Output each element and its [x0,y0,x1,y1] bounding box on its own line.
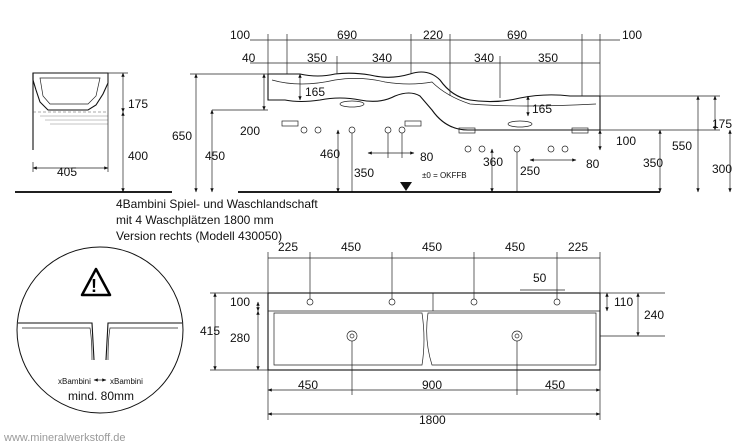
title-line-1: 4Bambini Spiel- und Waschlandschaft [116,197,318,211]
dim-top-220: 220 [423,28,443,42]
dim-460: 460 [320,147,340,161]
dim-top-100-right: 100 [622,28,642,42]
dim-top-690-right: 690 [507,28,527,42]
dim-175-front: 175 [712,117,732,131]
plan-drain-right [511,330,523,342]
detail-basin-right [105,322,182,361]
dim-plan-top-450-a: 450 [341,240,361,254]
dim-1800: 1800 [419,413,446,427]
dim-350-right: 350 [643,156,663,170]
detail-basin-left-inner [22,327,93,361]
dim-405: 405 [57,165,77,179]
tap-hole [470,298,478,306]
warning-triangle-icon [80,267,112,297]
plan-drain-left [346,330,358,342]
front-view: 100 690 220 690 100 40 350 340 340 350 1… [172,28,732,193]
side-view: 175 400 405 [15,72,172,193]
dim-550: 550 [672,139,692,153]
floor-level-marker-icon [400,182,412,191]
plan-basin-left [273,312,425,366]
mount-hole [464,145,472,153]
plan-drain-right-inner [514,333,520,339]
dim-second-40: 40 [242,51,256,65]
dim-100-plan: 100 [230,295,250,309]
dim-350-bottom: 350 [354,166,374,180]
detail-circle-outline [16,246,184,414]
exclamation-icon: ! [91,276,97,296]
mount-hole [547,145,555,153]
dim-80-right: 80 [586,157,600,171]
front-view-outline [267,71,601,131]
dim-240: 240 [644,308,664,322]
mount-hole [478,145,486,153]
detail-label-right: xBambini [110,377,143,386]
plan-view: 225 450 450 450 225 50 415 100 280 110 2… [200,240,665,427]
drain-left [339,100,365,108]
wall-bracket [404,120,422,127]
title-block: 4Bambini Spiel- und Waschlandschaft mit … [116,197,318,243]
plan-drain-left-inner [349,333,355,339]
dim-plan-top-450-b: 450 [422,240,442,254]
tap-hole [306,298,314,306]
wall-bracket [571,127,589,134]
dim-300: 300 [712,162,732,176]
dim-650: 650 [172,129,192,143]
plan-outline [267,292,601,371]
detail-basin-left [18,322,95,361]
dim-165-left: 165 [305,85,325,99]
mount-hole [384,126,392,134]
dim-50: 50 [533,271,547,285]
detail-circle: ! xBambini xBambini mind. 80mm [16,246,184,414]
detail-gap-label: mind. 80mm [68,389,134,403]
dim-165-right: 165 [532,102,552,116]
drain-right [507,120,533,128]
dim-top-100-left: 100 [230,28,250,42]
dim-360: 360 [483,155,503,169]
title-line-3: Version rechts (Modell 430050) [116,229,282,243]
dim-second-350-right: 350 [538,51,558,65]
wall-bracket [281,120,299,127]
detail-basin-right-inner [107,327,178,361]
dim-250: 250 [520,164,540,178]
dim-second-350-left: 350 [307,51,327,65]
dim-plan-bottom-450-right: 450 [545,378,565,392]
dim-415: 415 [200,324,220,338]
dim-plan-bottom-450-left: 450 [298,378,318,392]
dim-plan-bottom-900: 900 [422,378,442,392]
dim-80-left: 80 [420,150,434,164]
dim-plan-top-450-c: 450 [505,240,525,254]
title-line-2: mit 4 Waschplätzen 1800 mm [116,213,274,227]
dim-200: 200 [240,124,260,138]
wall-bracket [458,127,476,134]
dim-second-340-right: 340 [474,51,494,65]
floor-label: ±0 = OKFFB [422,171,467,180]
dim-second-340-left: 340 [372,51,392,65]
dim-110: 110 [614,295,633,309]
tap-hole [388,298,396,306]
detail-label-left: xBambini [58,377,91,386]
side-view-basin-inner [39,77,101,105]
mount-hole [314,126,322,134]
dim-400-side: 400 [128,149,148,163]
tap-hole [553,298,561,306]
watermark: www.mineralwerkstoff.de [3,432,125,444]
mount-hole [513,145,521,153]
dim-175-side: 175 [128,97,148,111]
plan-basin-right [426,312,597,366]
mount-hole [561,145,569,153]
dim-100-front: 100 [616,134,636,148]
dim-450-front: 450 [205,149,225,163]
front-view-inner-line [271,78,597,107]
dim-plan-top-225-right: 225 [568,240,588,254]
dim-top-690-left: 690 [337,28,357,42]
dim-plan-top-225-left: 225 [278,240,298,254]
dim-280: 280 [230,331,250,345]
mount-hole [398,126,406,134]
mount-hole [300,126,308,134]
mount-hole [348,126,356,134]
